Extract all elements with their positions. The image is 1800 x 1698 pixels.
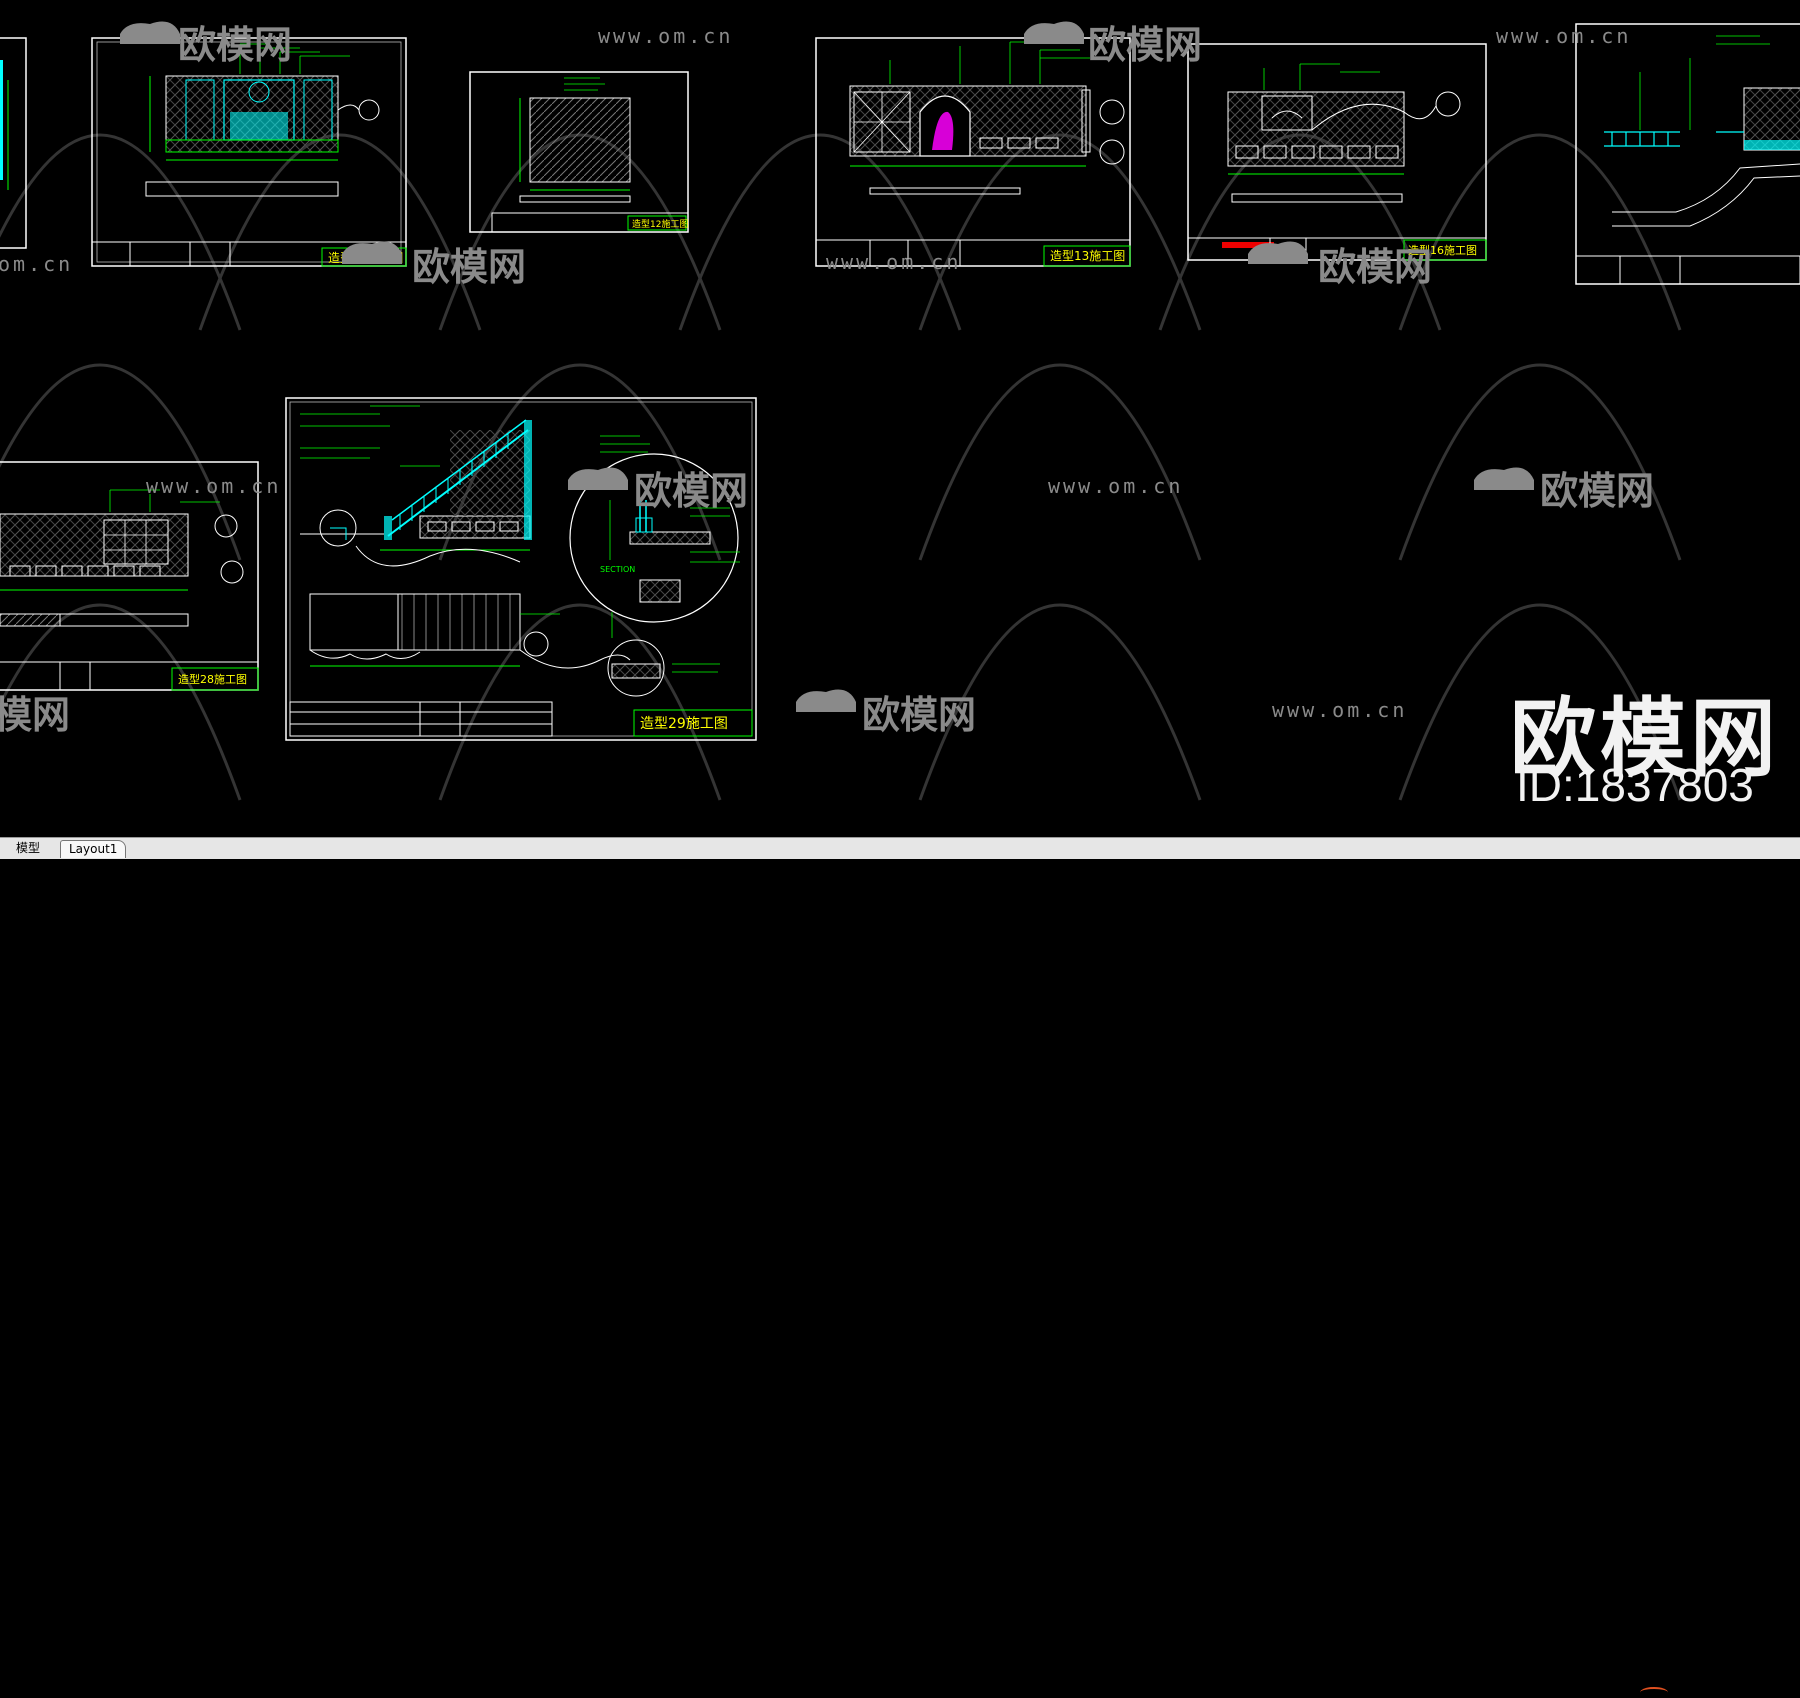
watermark-logo: 欧模网 bbox=[1318, 245, 1433, 289]
layout-tab-bar: 模型 Layout1 bbox=[0, 837, 1800, 1689]
sofa-icon bbox=[120, 21, 1534, 712]
watermark-url: www.om.cn bbox=[1272, 698, 1408, 722]
drawing-sheet-11[interactable]: 造型11施工图 bbox=[91, 37, 407, 267]
drawing-sheet-right-partial[interactable] bbox=[1575, 23, 1800, 285]
cad-model-space[interactable]: 造型11施工图 造型12施工图 bbox=[0, 0, 1800, 837]
sheet-29-title: 造型29施工图 bbox=[640, 716, 728, 732]
sheet-12-title: 造型12施工图 bbox=[632, 218, 688, 230]
corner-mark-icon bbox=[1640, 1687, 1668, 1698]
sheet-29-section-label: SECTION bbox=[600, 565, 635, 574]
watermark-logo: 欧模网 bbox=[1088, 23, 1203, 67]
drawing-sheet-28[interactable]: 造型28施工图 bbox=[0, 461, 259, 691]
watermark-url: www.om.cn bbox=[1048, 474, 1184, 498]
watermark-url: www.om.cn bbox=[598, 24, 734, 48]
overlay-brand: 欧模网 bbox=[1510, 689, 1780, 789]
tab-layout1[interactable]: Layout1 bbox=[60, 840, 127, 858]
watermark-logo: 欧模网 bbox=[412, 245, 527, 289]
sheet-28-title: 造型28施工图 bbox=[178, 672, 247, 686]
drawing-sheet-left-partial[interactable] bbox=[0, 37, 27, 249]
watermark-url: www.om.cn bbox=[146, 474, 282, 498]
tab-model[interactable]: 模型 bbox=[16, 841, 41, 855]
watermark-url: www.om.cn bbox=[826, 250, 962, 274]
watermark-logo: 欧模网 bbox=[178, 23, 293, 67]
sheet-13-title: 造型13施工图 bbox=[1050, 249, 1125, 263]
drawing-sheet-13[interactable]: 造型13施工图 bbox=[815, 37, 1131, 267]
drawing-sheet-16[interactable]: 造型16施工图 bbox=[1187, 43, 1487, 261]
watermark-logo: 欧模网 bbox=[1540, 469, 1655, 513]
watermark-url-partial: om.cn bbox=[0, 252, 74, 276]
watermark-logo: 欧模网 bbox=[862, 693, 977, 737]
watermark-logo-partial: 模网 bbox=[0, 693, 71, 737]
watermark-logo: 欧模网 bbox=[634, 469, 749, 513]
drawing-sheet-12[interactable]: 造型12施工图 bbox=[469, 71, 689, 233]
watermark-url: www.om.cn bbox=[1496, 24, 1632, 48]
sheet-16-title: 造型16施工图 bbox=[1408, 243, 1477, 257]
overlay-id: ID:1837803 bbox=[1516, 759, 1754, 811]
drawing-sheet-29[interactable]: SECTION 造型29施工图 bbox=[285, 397, 757, 741]
